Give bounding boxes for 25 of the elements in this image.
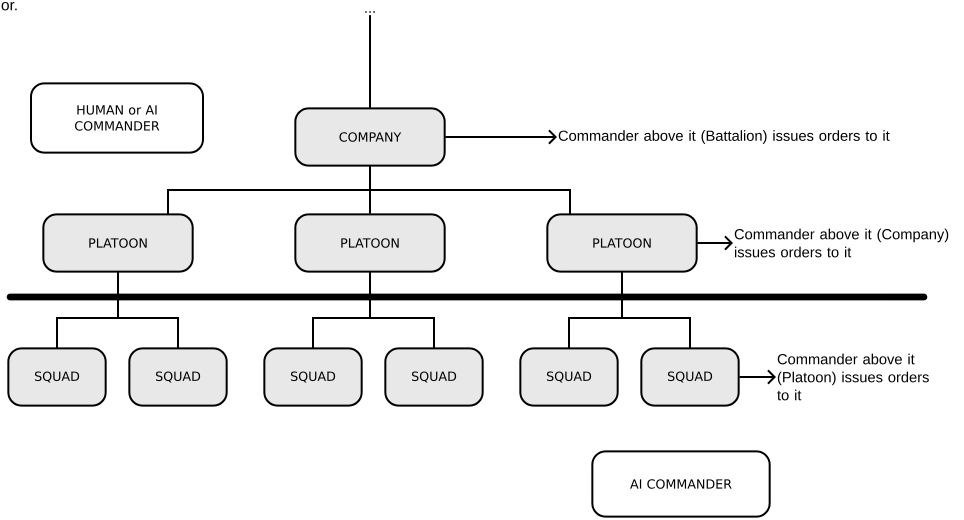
commander-box: HUMAN or AI COMMANDER [30, 82, 204, 154]
unit-box: SQUAD [519, 347, 619, 407]
connector-line [369, 15, 371, 108]
unit-box: PLATOON [546, 213, 698, 273]
unit-box: COMPANY [294, 107, 446, 167]
connector-line [621, 272, 691, 348]
annotation-text: Commander above it (Company) issues orders to it [734, 228, 948, 258]
ellipsis-text: ... [365, 11, 375, 13]
unit-box: SQUAD [128, 347, 228, 407]
connector-line [117, 272, 179, 348]
unit-box: PLATOON [42, 213, 194, 273]
unit-box: SQUAD [7, 347, 107, 407]
cut-off-text: or. [2, 2, 17, 10]
unit-box: SQUAD [384, 347, 484, 407]
connector-line [369, 166, 571, 214]
unit-box: SQUAD [263, 347, 363, 407]
connector-line [369, 272, 435, 348]
commander-box: AI COMMANDER [591, 450, 771, 518]
annotation-text: Commander above it (Battalion) issues orders to it [558, 130, 890, 144]
unit-box: SQUAD [640, 347, 740, 407]
unit-box: PLATOON [294, 213, 446, 273]
arrow [740, 370, 776, 384]
annotation-text: Commander above it (Platoon) issues orders to it [777, 354, 929, 400]
arrow [446, 130, 557, 144]
arrow [698, 236, 733, 250]
